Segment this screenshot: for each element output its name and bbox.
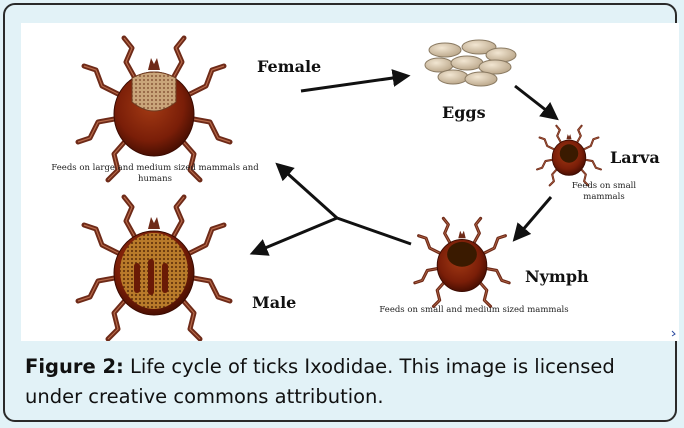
- arrow-larva-to-nymph: [515, 197, 551, 239]
- label-eggs: Eggs: [442, 103, 486, 122]
- arrow-branch-stem: [337, 218, 411, 244]
- arrow-female-to-eggs: [301, 76, 407, 91]
- figure-caption: Figure 2: Life cycle of ticks Ixodidae. …: [25, 352, 675, 412]
- life-cycle-diagram: Female Eggs Larva Nymph Male Feeds on la…: [21, 23, 679, 341]
- arrow-eggs-to-larva: [515, 86, 556, 118]
- label-female: Female: [257, 57, 321, 76]
- male-tick: [78, 197, 230, 339]
- label-male: Male: [252, 293, 296, 312]
- label-larva: Larva: [610, 148, 660, 167]
- cycle-arrows: [253, 76, 556, 253]
- nymph-tick: [415, 218, 509, 306]
- arrow-branch-to-female: [278, 165, 337, 218]
- female-tick: [78, 38, 230, 180]
- eggs-cluster: [425, 40, 516, 86]
- label-nymph: Nymph: [525, 267, 589, 286]
- arrow-branch-to-male: [253, 218, 337, 253]
- larva-tick: [537, 126, 601, 186]
- note-larva: Feeds on small mammals: [569, 181, 639, 203]
- note-nymph: Feeds on small and medium sized mammals: [379, 305, 569, 316]
- note-female: Feeds on large and medium sized mammals …: [35, 163, 275, 185]
- caption-prefix: Figure 2:: [25, 355, 124, 378]
